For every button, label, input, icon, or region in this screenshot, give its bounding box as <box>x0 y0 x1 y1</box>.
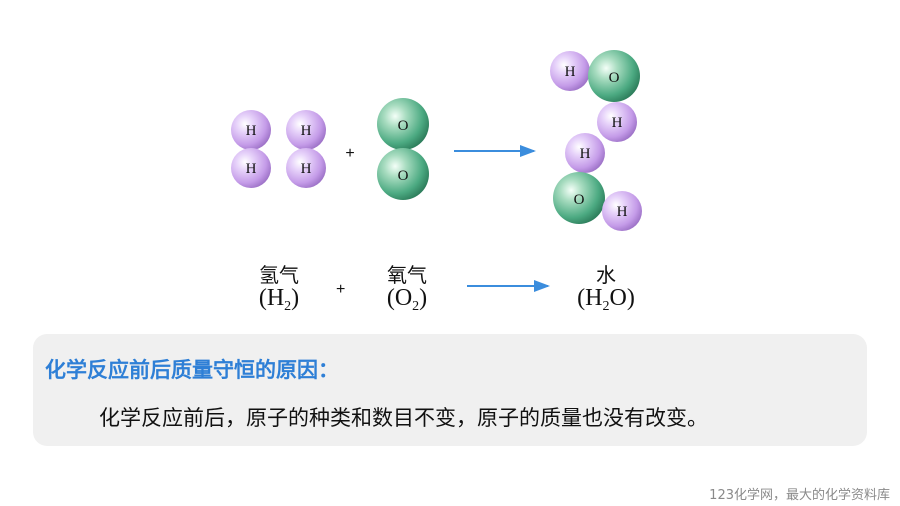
footer-watermark: 123化学网，最大的化学资料库 <box>709 488 890 503</box>
water-molecule: H O H <box>553 133 642 231</box>
svg-text:H: H <box>617 204 628 220</box>
hydrogen-molecule: H H <box>231 110 271 188</box>
molecule-diagram: H H H H + O O H <box>231 50 642 292</box>
svg-text:O: O <box>609 70 620 86</box>
plus-sign: + <box>345 145 354 162</box>
hydrogen-atom: H <box>286 110 326 150</box>
svg-text:H: H <box>565 64 576 80</box>
oxygen-atom: O <box>377 148 429 200</box>
reactant1-formula: (H2) <box>258 285 300 314</box>
reactant2-formula: (O2) <box>386 285 428 314</box>
svg-text:O: O <box>574 192 585 208</box>
svg-text:H: H <box>301 161 312 177</box>
svg-text:H: H <box>612 115 623 131</box>
water-molecule: H O H <box>550 50 640 142</box>
panel-body: 化学反应前后，原子的种类和数目不变，原子的质量也没有改变。 <box>99 406 708 430</box>
product-name: 水 <box>596 263 616 287</box>
hydrogen-atom: H <box>286 148 326 188</box>
oxygen-atom: O <box>377 98 429 150</box>
hydrogen-atom: H <box>231 148 271 188</box>
equation-plus: + <box>336 281 346 298</box>
panel-title: 化学反应前后质量守恒的原因： <box>45 358 339 382</box>
svg-text:H: H <box>246 161 257 177</box>
reactant1-name: 氢气 <box>259 263 299 287</box>
hydrogen-atom: H <box>565 133 605 173</box>
oxygen-atom: O <box>553 172 605 224</box>
reactant2-name: 氧气 <box>387 263 427 287</box>
svg-text:O: O <box>398 168 409 184</box>
hydrogen-atom: H <box>602 191 642 231</box>
hydrogen-atom: H <box>597 102 637 142</box>
hydrogen-atom: H <box>550 51 590 91</box>
svg-text:H: H <box>580 146 591 162</box>
svg-text:H: H <box>301 123 312 139</box>
hydrogen-atom: H <box>231 110 271 150</box>
product-formula: (H2O) <box>577 285 635 314</box>
oxygen-molecule: O O <box>377 98 429 200</box>
explanation-panel: 化学反应前后质量守恒的原因： 化学反应前后，原子的种类和数目不变，原子的质量也没… <box>33 334 867 446</box>
svg-text:O: O <box>398 118 409 134</box>
oxygen-atom: O <box>588 50 640 102</box>
svg-text:H: H <box>246 123 257 139</box>
equation-labels: 氢气 (H2) + 氧气 (O2) 水 (H2O) <box>0 255 900 325</box>
hydrogen-molecule: H H <box>286 110 326 188</box>
